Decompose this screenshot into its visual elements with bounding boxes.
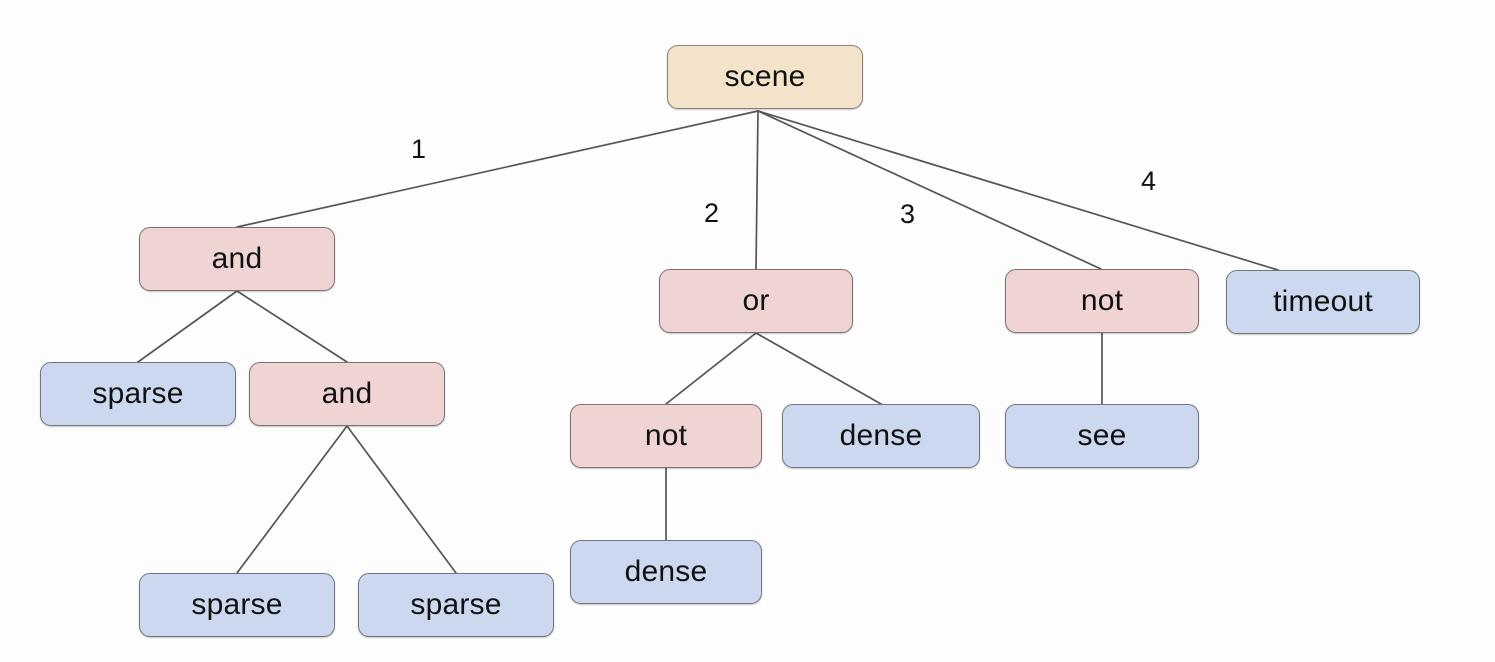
tree-node-label: dense (839, 419, 923, 452)
tree-node-label: and (211, 242, 263, 275)
edge-label-2: 2 (704, 198, 720, 228)
edge-label-1: 1 (411, 134, 427, 164)
tree-node-dense1[interactable]: dense (782, 404, 980, 468)
tree-node-sparse1[interactable]: sparse (40, 362, 236, 426)
tree-node-label: sparse (92, 377, 184, 410)
tree-node-scene[interactable]: scene (667, 45, 863, 109)
tree-node-label: not (644, 419, 688, 452)
tree-node-and2[interactable]: and (249, 362, 445, 426)
tree-edge-and1-to-and2 (236, 290, 348, 363)
tree-edge-and2-to-sparse2 (236, 425, 348, 574)
tree-node-sparse2[interactable]: sparse (139, 573, 335, 637)
tree-node-timeout1[interactable]: timeout (1226, 270, 1420, 334)
tree-node-label: and (321, 377, 373, 410)
tree-node-label: not (1080, 284, 1124, 317)
tree-node-label: scene (724, 60, 806, 93)
tree-edge-or1-to-not2 (665, 332, 757, 405)
tree-node-dense2[interactable]: dense (570, 540, 762, 604)
tree-node-see1[interactable]: see (1005, 404, 1199, 468)
tree-node-label: see (1077, 419, 1127, 452)
tree-edge-scene-to-not1 (757, 110, 1102, 270)
tree-node-and1[interactable]: and (139, 227, 335, 291)
tree-node-label: or (742, 284, 770, 317)
tree-edge-scene-to-and1 (236, 110, 759, 228)
tree-edge-or1-to-dense1 (755, 332, 882, 405)
edge-label-3: 3 (900, 199, 916, 229)
tree-node-label: timeout (1273, 285, 1373, 318)
tree-edge-scene-to-timeout1 (757, 110, 1279, 271)
tree-node-or1[interactable]: or (659, 269, 853, 333)
tree-node-label: sparse (191, 588, 283, 621)
tree-node-label: dense (624, 555, 708, 588)
tree-node-not1[interactable]: not (1005, 269, 1199, 333)
tree-edge-and2-to-sparse3 (346, 425, 457, 574)
tree-node-not2[interactable]: not (570, 404, 762, 468)
tree-edge-and1-to-sparse1 (137, 290, 238, 363)
tree-node-sparse3[interactable]: sparse (358, 573, 554, 637)
tree-edge-scene-to-or1 (755, 110, 759, 270)
edge-label-4: 4 (1141, 166, 1157, 196)
tree-node-label: sparse (410, 588, 502, 621)
